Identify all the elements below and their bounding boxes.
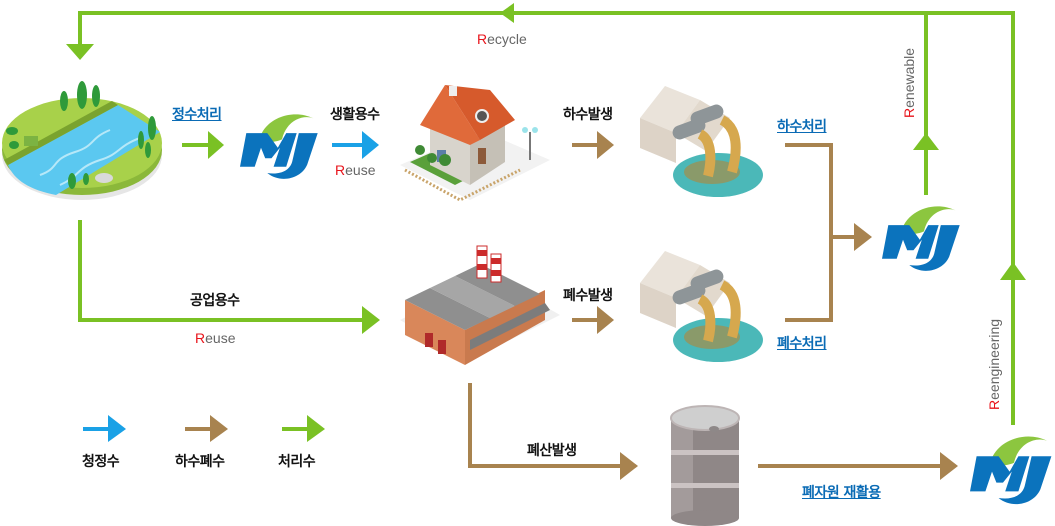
- legend-arrow-clean-water: [83, 415, 126, 442]
- renewable-arrowhead: [913, 133, 939, 150]
- water-purification-link[interactable]: 정수처리: [172, 107, 222, 123]
- sewage-generation-label: 하수발생: [563, 107, 613, 123]
- legend-label-treated-water: 처리수: [278, 454, 316, 470]
- waste-acid-line: [468, 383, 622, 468]
- recycle-label: Recycle: [477, 31, 527, 47]
- r-initial: R: [901, 107, 917, 118]
- r-rest: euse: [345, 162, 376, 178]
- purification-arrowhead: [208, 131, 224, 159]
- waste-acid-generation-label: 폐산발생: [527, 443, 577, 459]
- industrial-water-line: [78, 220, 364, 322]
- mj-logo-recycling: [970, 436, 1052, 505]
- domestic-water-label: 생활용수: [330, 107, 380, 123]
- r-initial: R: [986, 399, 1002, 410]
- wastewater-treatment-link[interactable]: 폐수처리: [777, 336, 827, 352]
- recycling-arrowhead: [940, 452, 958, 480]
- wastewater-generation-label: 폐수발생: [563, 288, 613, 304]
- wastewater-arrowhead: [597, 306, 614, 334]
- r-rest: eengineering: [986, 318, 1002, 400]
- recycle-arrowhead: [500, 3, 514, 23]
- legend-arrow-treated-water: [282, 415, 325, 442]
- r-rest: euse: [205, 330, 236, 346]
- domestic-water-arrowhead: [362, 131, 379, 159]
- house-illustration: [400, 85, 550, 202]
- treatment-bracket: [785, 143, 833, 322]
- sewage-treatment-link[interactable]: 하수처리: [777, 119, 827, 135]
- legend-label-clean-water: 청정수: [82, 454, 120, 470]
- r-initial: R: [195, 330, 206, 346]
- mj-logo-purification: [240, 114, 318, 179]
- reuse-industrial-label: Reuse: [195, 330, 235, 346]
- waste-drum-illustration: [670, 405, 740, 526]
- r-rest: ecycle: [487, 31, 527, 47]
- river-down-arrowhead: [66, 44, 94, 60]
- industrial-water-label: 공업용수: [190, 293, 240, 309]
- waste-acid-arrowhead: [620, 452, 638, 480]
- wastewater-outfall-illustration: [640, 251, 763, 362]
- mj-logo-treatment: [882, 206, 960, 271]
- recycle-line: [78, 11, 1015, 425]
- industrial-water-arrowhead: [362, 306, 380, 334]
- r-rest: enewable: [901, 47, 917, 108]
- legend-label-wastewater: 하수폐수: [175, 454, 225, 470]
- r-initial: R: [335, 162, 346, 178]
- factory-illustration: [400, 245, 560, 365]
- sewage-outfall-illustration: [640, 86, 763, 197]
- waste-resource-recycling-link[interactable]: 폐자원 재활용: [802, 485, 881, 501]
- treatment-merge-arrowhead: [854, 223, 872, 251]
- reengineering-label: Reengineering: [986, 319, 1002, 410]
- renewable-label: Renewable: [901, 48, 917, 118]
- river-illustration: [2, 81, 162, 200]
- legend-arrow-wastewater: [185, 415, 228, 442]
- sewage-arrowhead: [597, 131, 614, 159]
- reuse-domestic-label: Reuse: [335, 162, 375, 178]
- reengineering-arrowhead: [1000, 262, 1026, 280]
- r-initial: R: [477, 31, 488, 47]
